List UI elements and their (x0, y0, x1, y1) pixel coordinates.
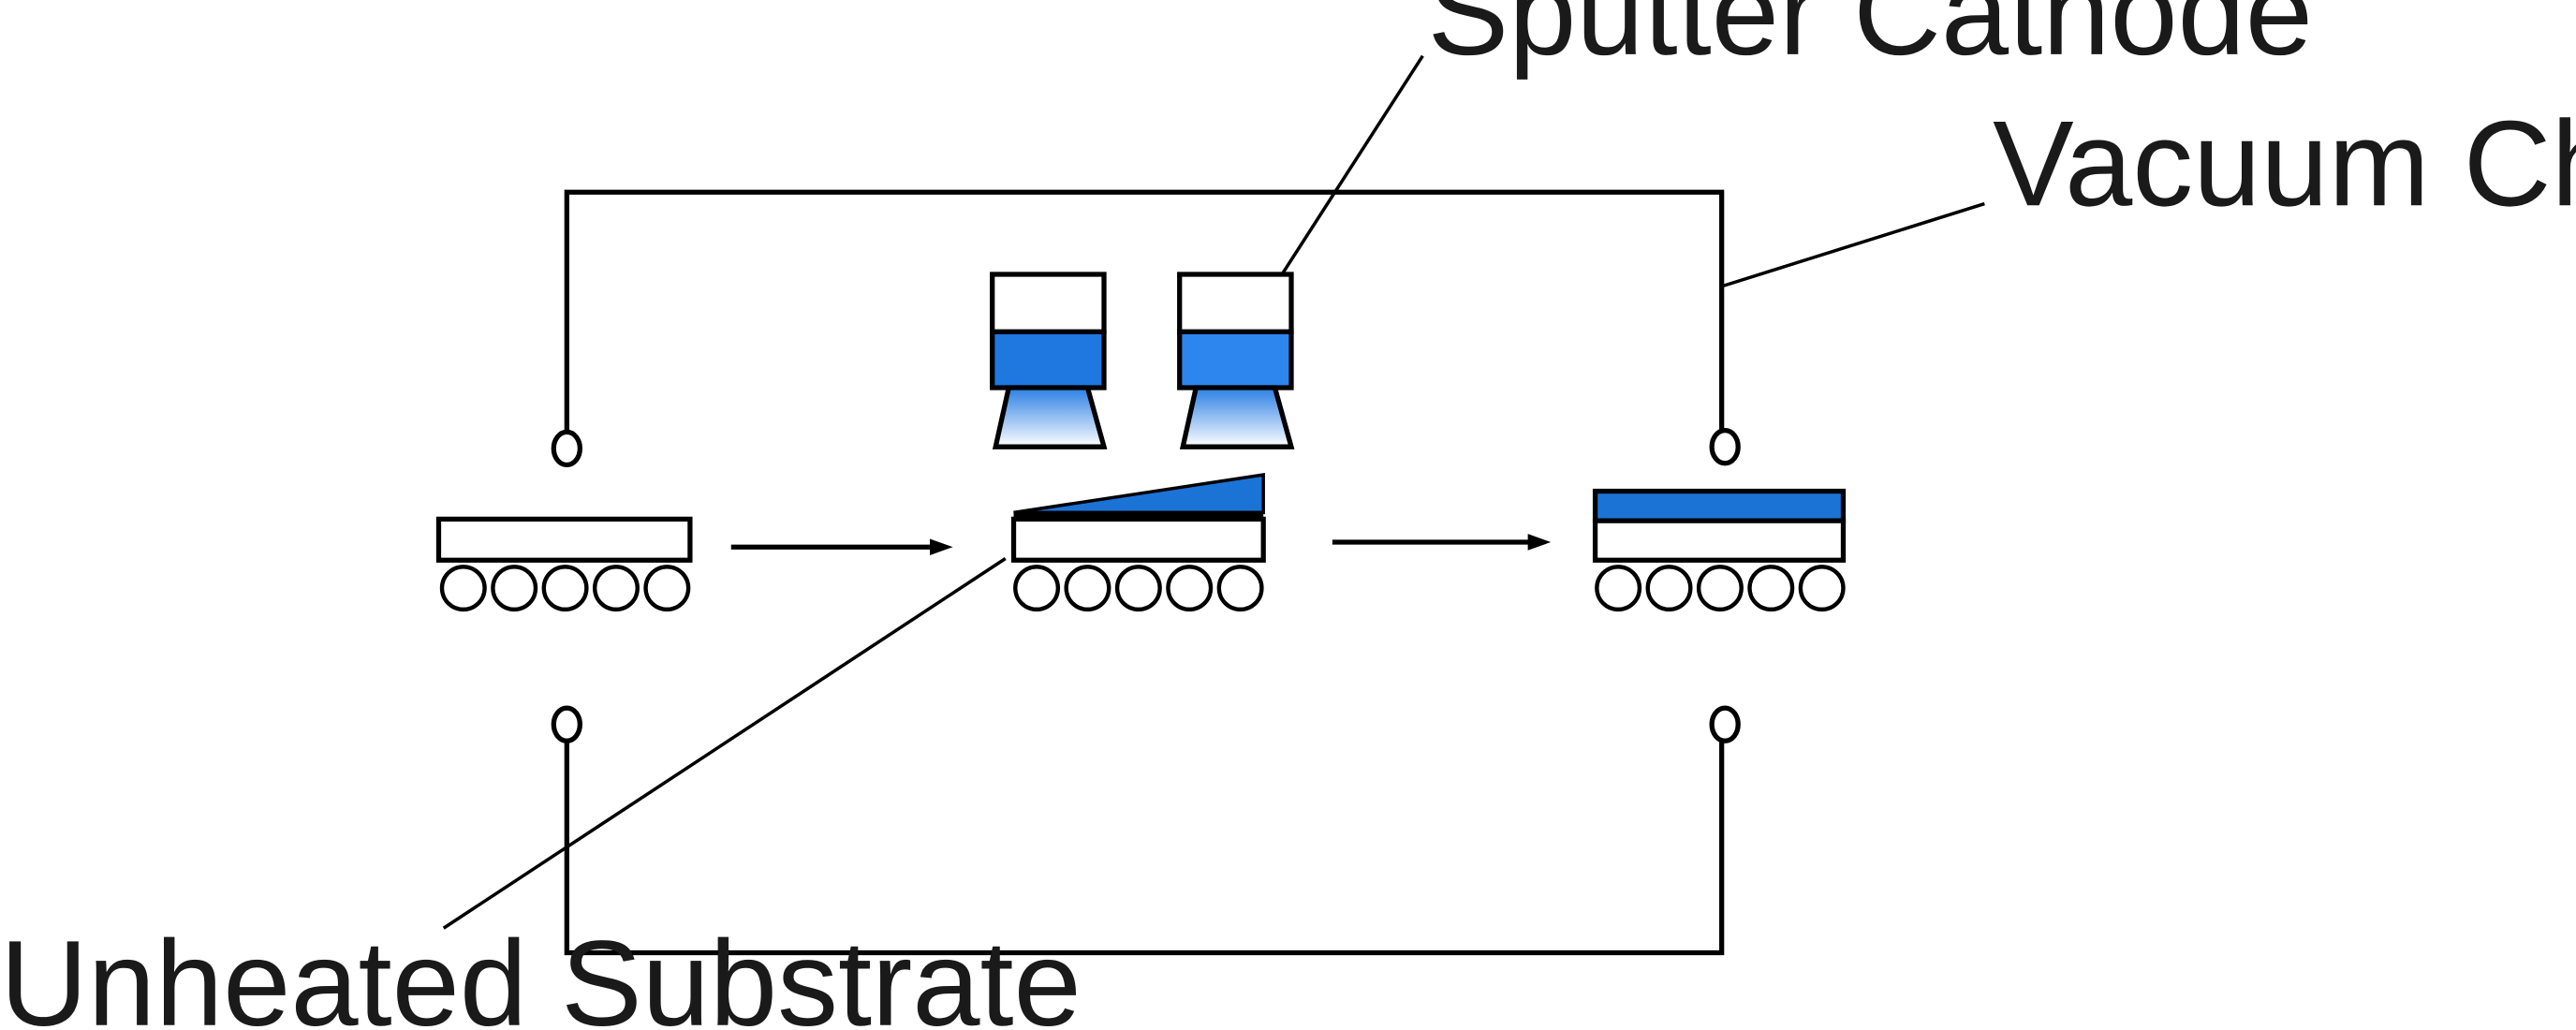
substrate-station-left (435, 516, 693, 612)
roller (1013, 565, 1061, 612)
transport-arrow-2 (1332, 534, 1552, 551)
unheated-substrate-leader (442, 557, 1007, 930)
substrate-station-right (1592, 488, 1847, 612)
cathode-target (1177, 329, 1294, 390)
roller (643, 565, 691, 612)
roller (1216, 565, 1264, 612)
roller (491, 565, 538, 612)
substrate-plate (435, 516, 693, 563)
leader-lines (442, 54, 1985, 930)
conveyor-rollers (439, 565, 691, 612)
roller (1747, 565, 1795, 612)
roller (1645, 565, 1693, 612)
cathode-target (990, 329, 1107, 390)
transport-arrow-1 (730, 538, 953, 555)
arrow-head (1527, 534, 1552, 551)
gate-valve-bottom-right (1709, 705, 1741, 743)
roller (1696, 565, 1744, 612)
substrate-plate (1010, 516, 1266, 563)
chamber-top-wall (564, 189, 1725, 433)
sputter-cathode-leader (1281, 54, 1424, 274)
deposited-film (1592, 488, 1847, 523)
substrate-station-middle (1010, 472, 1266, 612)
roller (1114, 565, 1162, 612)
roller (592, 565, 640, 612)
roller (541, 565, 589, 612)
sputter-cathode-right (1177, 272, 1295, 449)
unheated-substrate-label: Unheated Substrate (0, 915, 1082, 1030)
film-wedge (1013, 472, 1265, 515)
vacuum-chamber-leader (1722, 201, 1985, 287)
cathode-housing (990, 272, 1107, 335)
sputter-cathode-left (990, 272, 1108, 449)
roller (1064, 565, 1111, 612)
arrow-head (930, 538, 953, 555)
film-base-layer (1013, 510, 1264, 520)
plasma-plume (992, 385, 1108, 449)
gate-valve-top-right (1709, 428, 1741, 466)
sputter-cathode-label: Sputter Cathode (1428, 0, 2313, 81)
vacuum-chamber-label: Vacuum Chamber (1993, 95, 2576, 231)
gate-valve-bottom-left (551, 705, 582, 743)
roller (1798, 565, 1846, 612)
gate-valve-top-left (551, 429, 582, 468)
cathode-housing (1177, 272, 1294, 335)
substrate-plate (1592, 518, 1847, 563)
conveyor-rollers (1595, 565, 1846, 612)
roller (1595, 565, 1642, 612)
roller (1166, 565, 1214, 612)
conveyor-rollers (1013, 565, 1264, 612)
roller (439, 565, 487, 612)
plasma-plume (1179, 385, 1295, 449)
